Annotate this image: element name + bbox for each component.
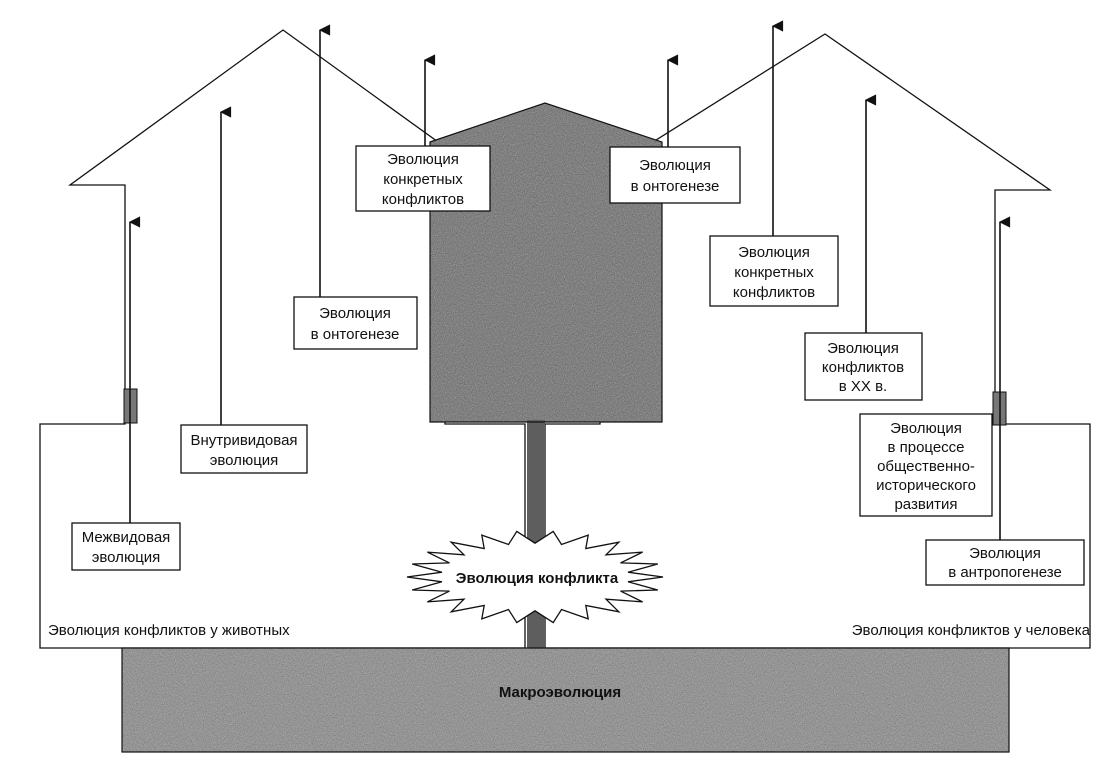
macroevolution-base [121,647,1010,753]
box-left-ontogenesis: Эволюция в онтогенезе [293,296,418,350]
svg-text:конкретных: конкретных [734,264,814,281]
svg-text:конфликтов: конфликтов [733,284,815,301]
svg-text:общественно-: общественно- [877,458,975,475]
animals-label: Эволюция конфликтов у животных [48,622,290,639]
box-left-concrete-conflicts: Эволюция конкретных конфликтов [355,145,491,212]
svg-text:Эволюция: Эволюция [738,244,810,261]
svg-text:конфликтов: конфликтов [382,191,464,208]
box-social-historical: Эволюция в процессе общественно- историч… [859,413,993,517]
box-interspecies-evolution: Межвидовая эволюция [71,522,181,571]
svg-text:Эволюция конфликта: Эволюция конфликта [456,570,619,587]
svg-text:Эволюция: Эволюция [639,157,711,174]
svg-text:эволюция: эволюция [210,452,279,469]
svg-text:Эволюция: Эволюция [969,545,1041,562]
svg-text:исторического: исторического [876,477,976,494]
box-right-concrete-conflicts: Эволюция конкретных конфликтов [709,235,839,307]
svg-text:в процессе: в процессе [887,439,964,456]
svg-text:конфликтов: конфликтов [822,359,904,376]
svg-text:конкретных: конкретных [383,171,463,188]
box-century-conflicts: Эволюция конфликтов в XX в. [804,332,923,401]
svg-text:в XX в.: в XX в. [839,378,887,395]
humans-label: Эволюция конфликтов у человека [852,622,1091,639]
box-anthropogenesis: Эволюция в антропогенезе [925,539,1085,586]
macroevolution-label: Макроэволюция [499,684,621,701]
svg-text:Межвидовая: Межвидовая [82,529,171,546]
svg-text:эволюция: эволюция [92,549,161,566]
svg-text:Эволюция: Эволюция [827,340,899,357]
box-intraspecies-evolution: Внутривидовая эволюция [180,424,308,474]
svg-text:в антропогенезе: в антропогенезе [948,564,1062,581]
box-right-ontogenesis: Эволюция в онтогенезе [609,146,741,204]
svg-text:Эволюция: Эволюция [890,420,962,437]
svg-text:развития: развития [894,496,957,513]
svg-text:в онтогенезе: в онтогенезе [631,178,720,195]
svg-text:Эволюция: Эволюция [387,151,459,168]
svg-text:Эволюция: Эволюция [319,305,391,322]
svg-text:Внутривидовая: Внутривидовая [190,432,297,449]
conflict-evolution-starburst: Эволюция конфликта [406,530,664,624]
svg-text:в онтогенезе: в онтогенезе [311,326,400,343]
